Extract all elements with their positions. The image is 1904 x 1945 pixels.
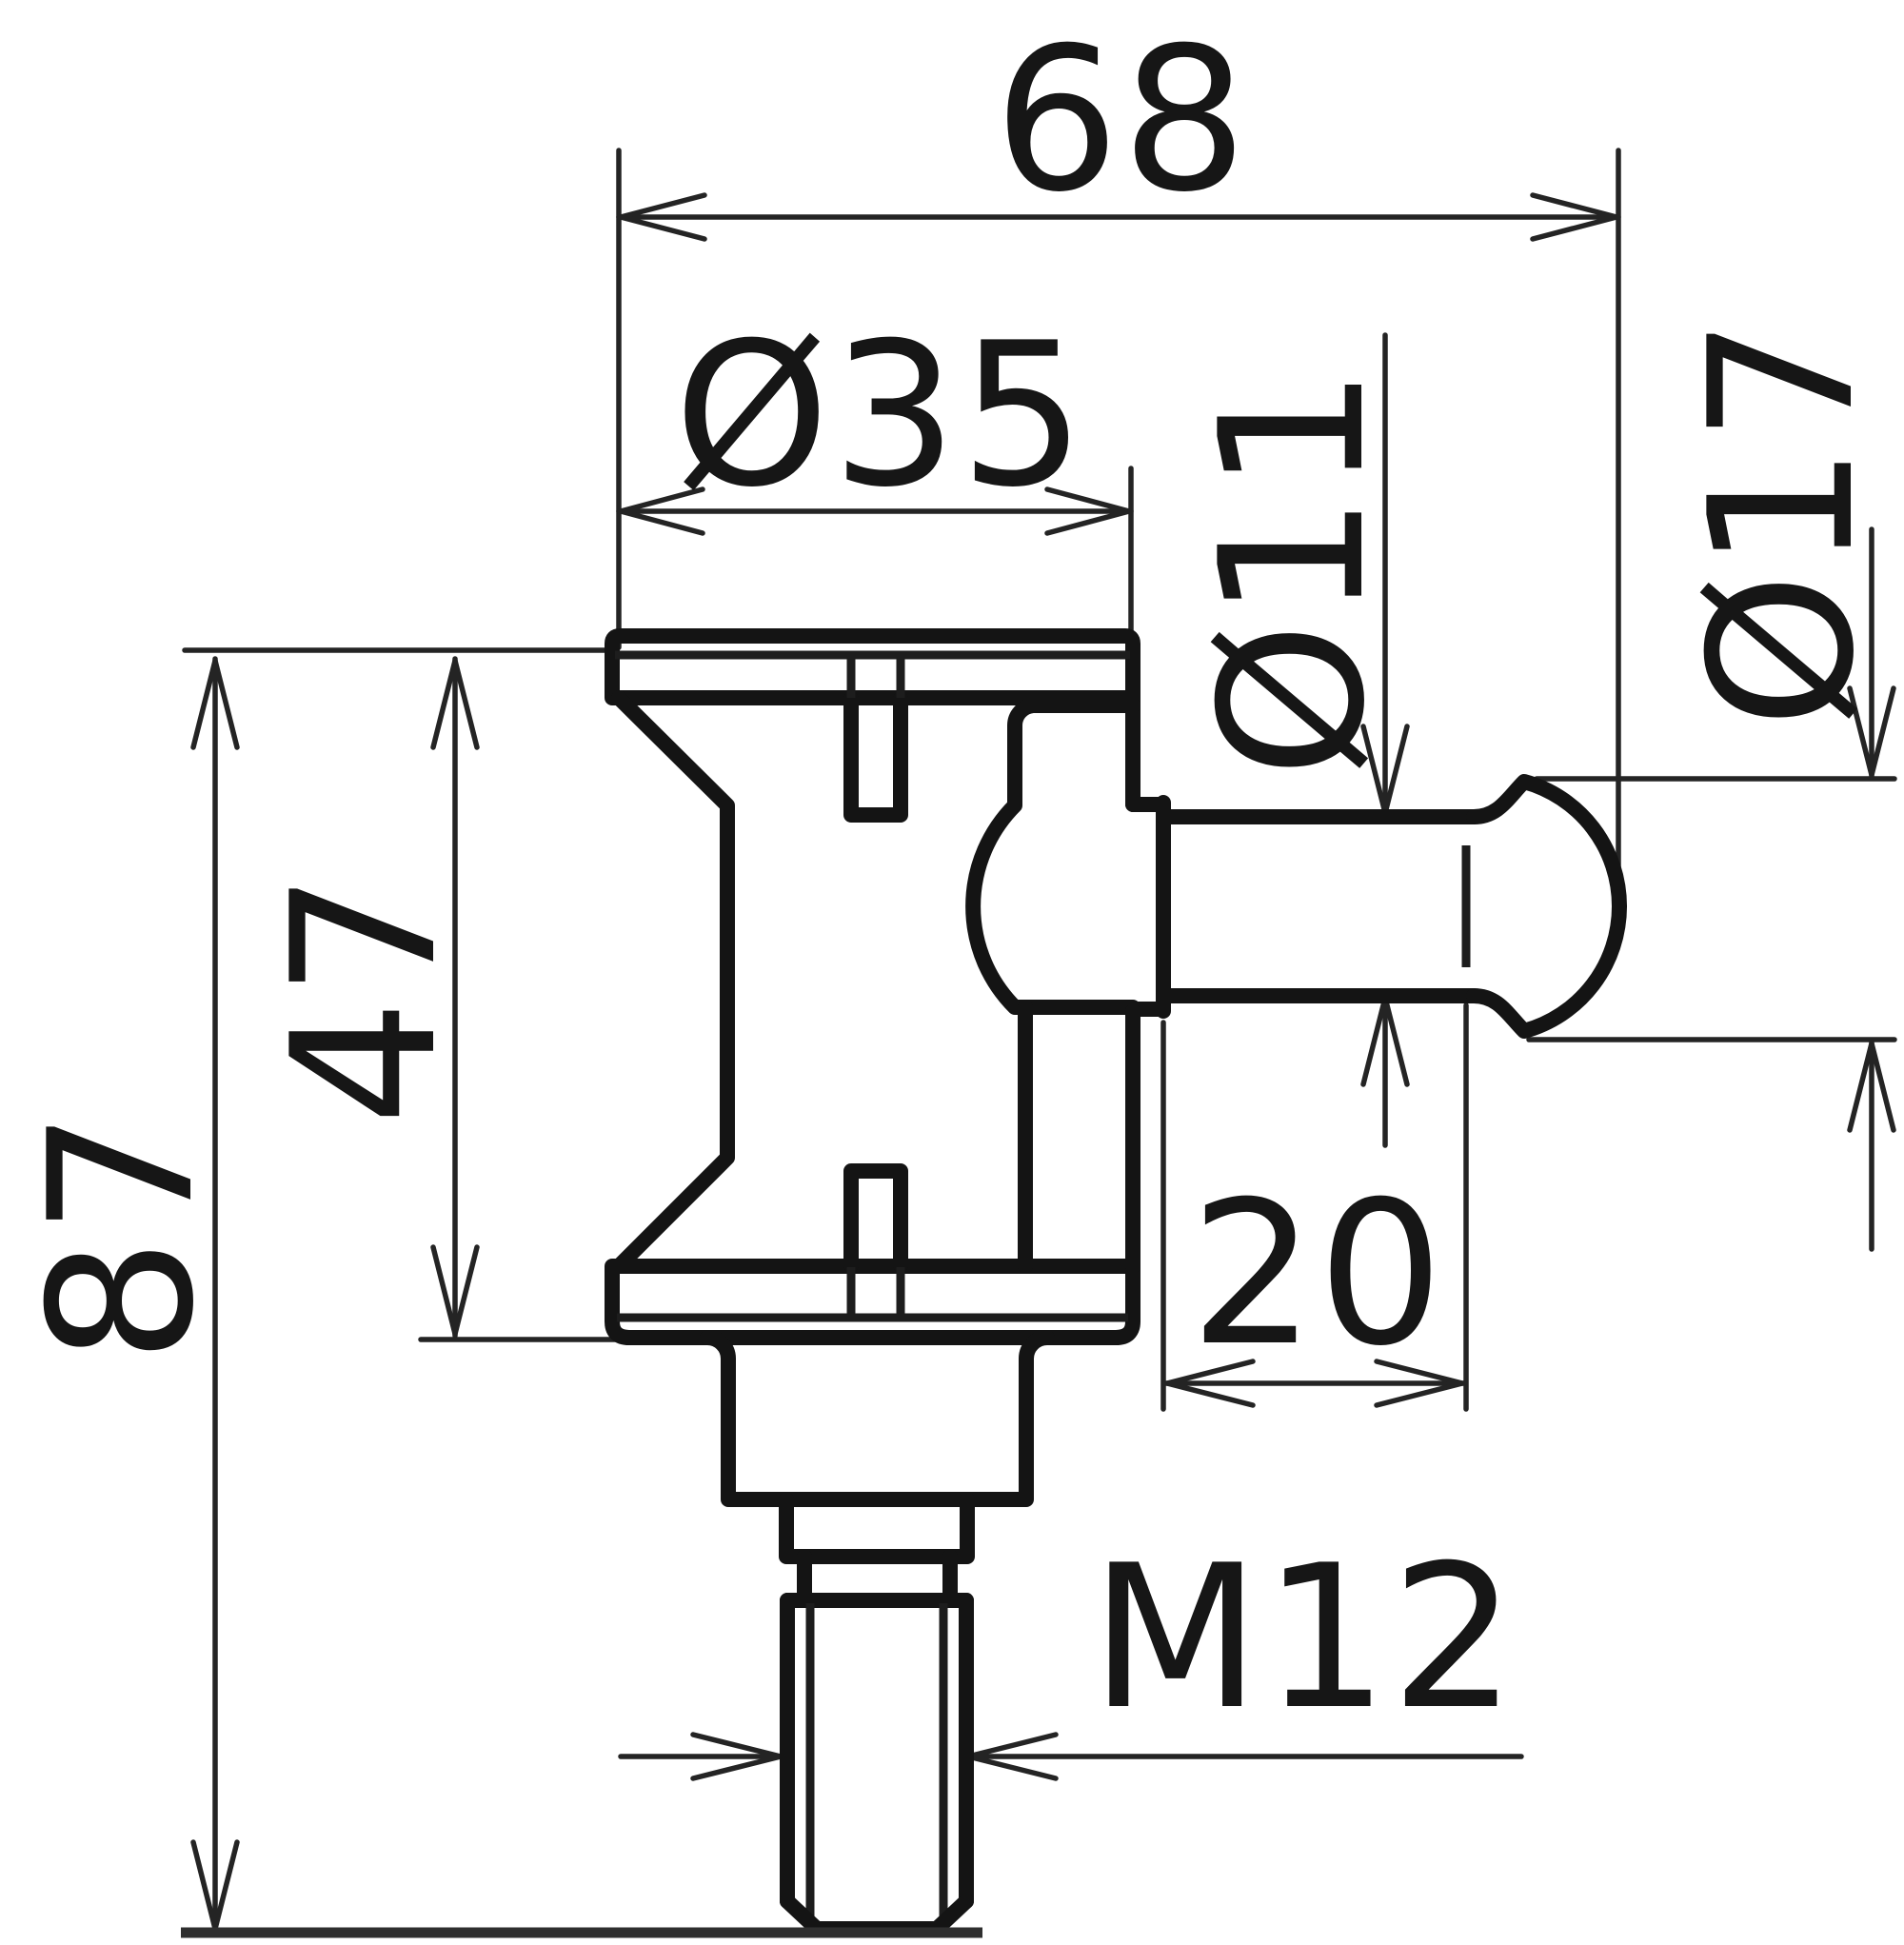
dim-47-label: 47: [250, 870, 481, 1126]
dim-47-arrowheads: [430, 658, 480, 1337]
boss-face-plate: [1125, 795, 1171, 1019]
dim-20-label: 20: [1190, 1160, 1446, 1390]
slot-bottom-thin-lines: [846, 1267, 905, 1317]
slot-bottom: [843, 1163, 908, 1273]
dim-68-arrowheads: [618, 192, 1619, 242]
neck: [700, 1330, 1055, 1507]
ball-socket-contour: [965, 698, 1140, 1015]
part-outline: [181, 628, 1627, 1938]
stud-thread-crest-lines: [780, 1593, 974, 1909]
slot-top-thin-lines: [846, 659, 905, 698]
dim-dia35-arrowheads: [618, 486, 1132, 536]
dim-47-extension-lines: [182, 647, 622, 1342]
dimension-87: 87: [8, 656, 240, 1934]
body-right-edges-lower: [1018, 1000, 1140, 1274]
dim-87-label: 87: [8, 1108, 238, 1364]
dim-68-label: 68: [994, 6, 1250, 236]
collar-step: [779, 1492, 975, 1564]
dimension-dia35: Ø35: [616, 301, 1134, 639]
cone-head: [1466, 774, 1627, 1039]
shank-lines: [1156, 809, 1481, 1003]
dim-dia11-label: Ø11: [1179, 365, 1409, 778]
dim-dia35-label: Ø35: [674, 301, 1087, 531]
dimension-dia17: Ø17: [1526, 315, 1898, 1252]
dim-dia17-arrowheads: [1847, 685, 1896, 1133]
top-flange-plate: [605, 628, 1140, 705]
slot-top: [843, 691, 908, 823]
dimension-20: 20: [1160, 1002, 1469, 1412]
dim-20-extension-lines: [1160, 1002, 1469, 1412]
dim-dia17-label: Ø17: [1668, 315, 1898, 728]
dimension-m12: M12: [618, 1523, 1524, 1781]
body-left-contour: [611, 690, 735, 1274]
dim-20-arrowheads: [1164, 1359, 1465, 1408]
stud-thread-root-lines: [805, 1603, 948, 1925]
dimension-47: 47: [182, 647, 622, 1342]
dim-dia17-extension-lines: [1526, 776, 1897, 1042]
dimension-68: 68: [616, 6, 1621, 905]
dim-m12-label: M12: [1090, 1523, 1518, 1754]
bottom-flange-plate: [605, 1259, 1140, 1345]
dimension-dia11: Ø11: [1179, 332, 1410, 1148]
